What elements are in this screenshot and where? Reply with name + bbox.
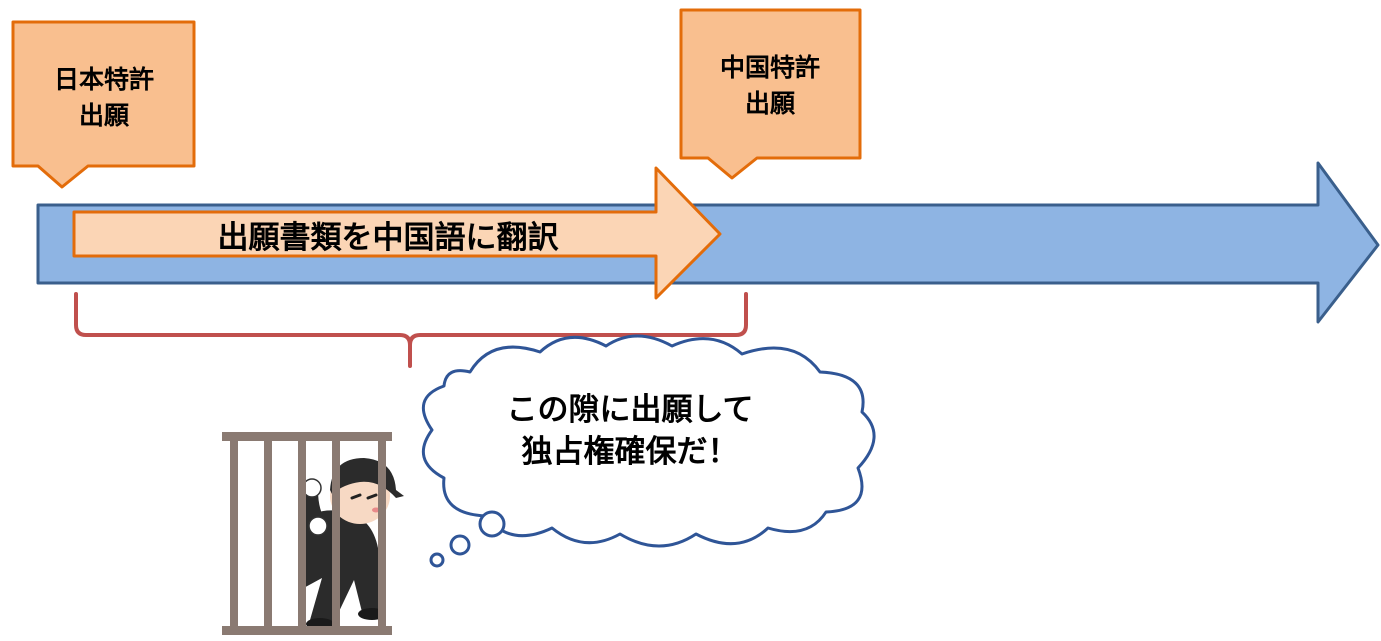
japan-callout-line2: 出願 — [79, 101, 130, 130]
cage-bar-1 — [230, 436, 238, 631]
thought-line1: この隙に出願して — [506, 392, 753, 428]
china-callout-line1: 中国特許 — [720, 53, 820, 82]
thief-in-cage-icon — [222, 432, 404, 636]
translation-arrow — [72, 166, 722, 300]
thought-cloud — [422, 334, 876, 548]
thought-dot-medium — [449, 534, 471, 556]
japan-patent-callout — [11, 20, 196, 189]
thought-line2: 独占権確保だ！ — [522, 434, 739, 470]
china-patent-callout — [679, 8, 862, 180]
period-brace — [74, 292, 748, 368]
cage-bar-3 — [298, 436, 306, 631]
thought-dot-small — [429, 552, 445, 568]
thief-hand-lower — [308, 516, 328, 536]
cage-top-bar — [222, 432, 392, 441]
china-callout-line2: 出願 — [745, 89, 796, 118]
thief-body — [300, 510, 384, 622]
cage-bar-2 — [264, 436, 272, 631]
japan-callout-line1: 日本特許 — [54, 65, 154, 94]
translation-arrow-label: 出願書類を中国語に翻訳 — [218, 220, 560, 256]
thief-eyes — [350, 493, 378, 500]
thought-dot-large — [478, 510, 506, 538]
cage-bar-5 — [378, 436, 386, 631]
cage-bar-4 — [332, 436, 340, 631]
thought-bubble: この隙に出願して 独占権確保だ！ — [422, 334, 876, 568]
cage-bottom-bar — [222, 626, 392, 635]
